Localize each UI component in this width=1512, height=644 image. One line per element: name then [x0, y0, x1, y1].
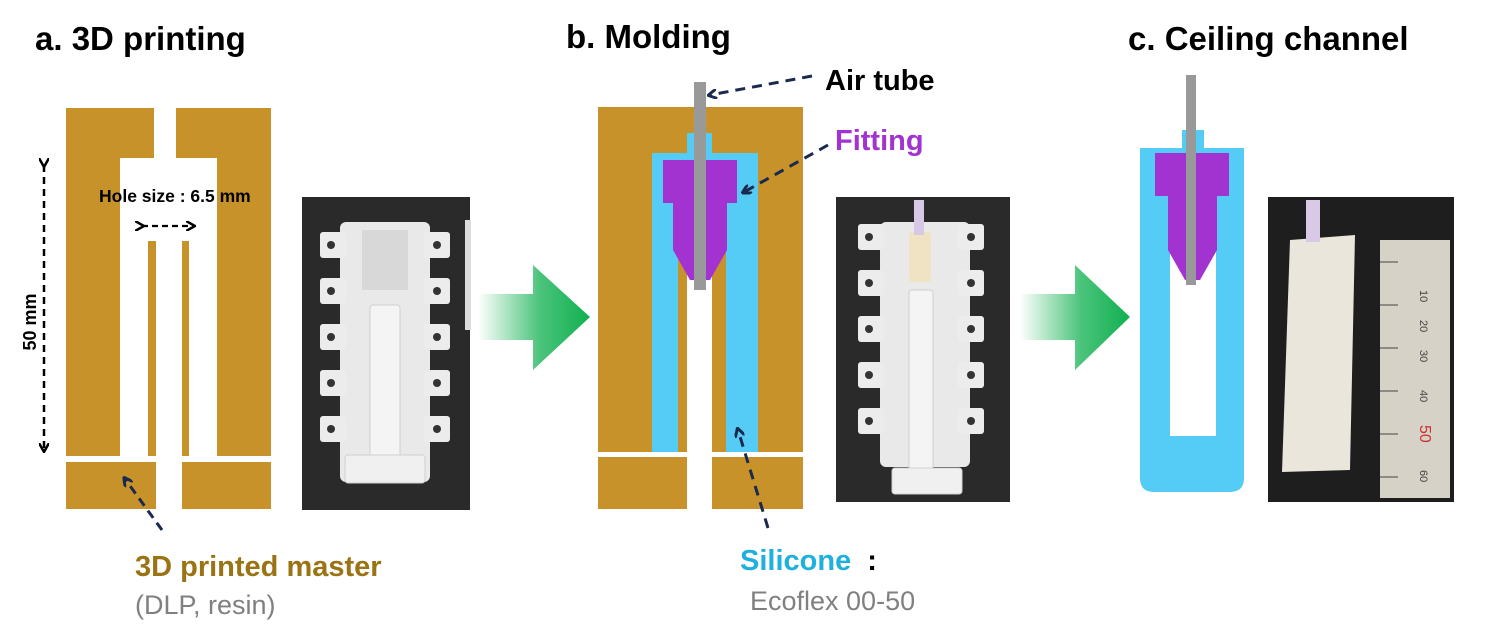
panel-b-title: b. Molding [566, 18, 731, 55]
master-pointer-arrow [125, 479, 164, 531]
ruler-tick-50: 50 [1416, 425, 1433, 443]
air-tube-pointer-arrow [710, 74, 813, 95]
hole-size-label: Hole size : 6.5 mm [99, 186, 251, 206]
length-label: 50 mm [20, 293, 40, 350]
right-arrow-icon [478, 265, 590, 370]
ruler-tick-30: 30 [1417, 350, 1429, 362]
mold-with-silicone [598, 82, 803, 510]
panel-a-title: a. 3D printing [35, 20, 246, 57]
photo-3d-printed-master [302, 197, 471, 510]
air-tube-label: Air tube [825, 65, 935, 97]
silicone-label-line: Silicone : [740, 545, 877, 577]
master-sub-label: (DLP, resin) [135, 590, 276, 620]
ruler-tick-10: 10 [1417, 290, 1429, 302]
photo-molding [836, 197, 1010, 502]
ruler-tick-20: 20 [1417, 320, 1429, 332]
fitting-label: Fitting [835, 125, 924, 157]
silicone-sub-label: Ecoflex 00-50 [750, 586, 915, 616]
ruler-tick-60: 60 [1417, 470, 1429, 482]
right-arrow-icon [1020, 265, 1130, 370]
photo-ceiling-channel: 10 20 30 40 50 60 [1268, 197, 1454, 502]
master-label: 3D printed master [135, 551, 382, 583]
silicone-label: Silicone [740, 545, 851, 577]
silicone-pointer-arrow [738, 430, 770, 529]
silicone-colon: : [867, 545, 877, 577]
ruler-tick-40: 40 [1417, 390, 1429, 402]
ceiling-channel-device [1140, 75, 1244, 492]
panel-c-title: c. Ceiling channel [1128, 20, 1409, 57]
master-mold-a [66, 108, 271, 509]
